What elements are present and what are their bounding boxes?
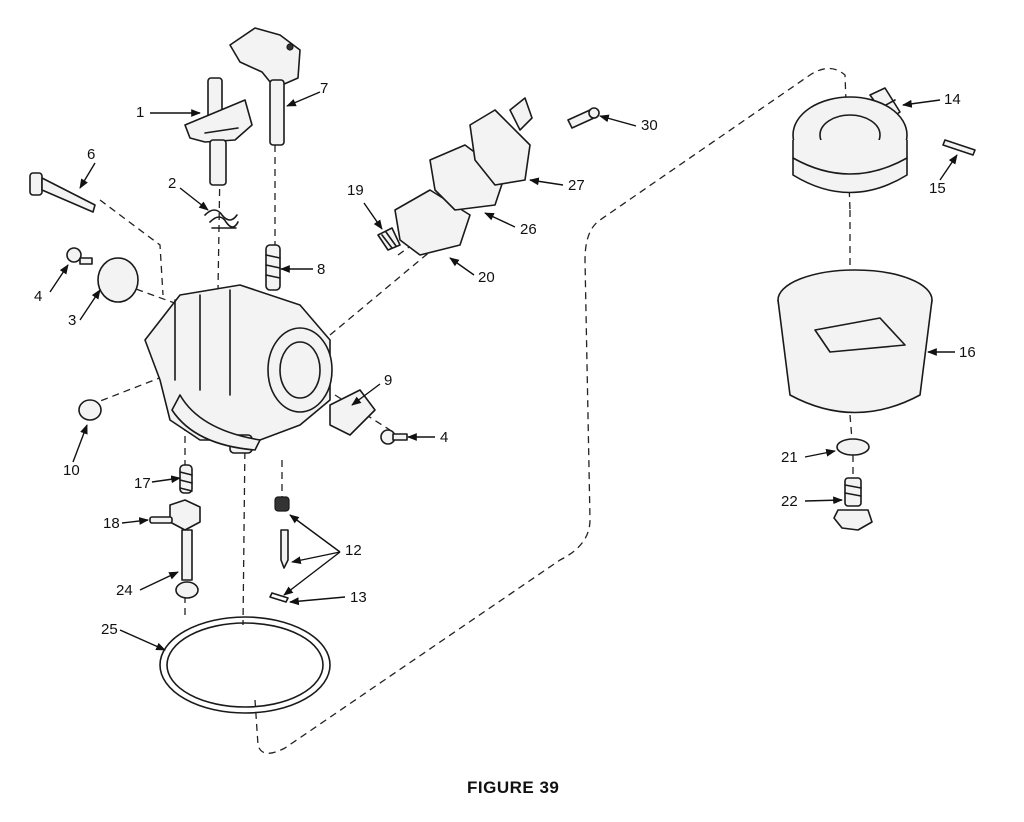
welch-plug-part (78, 399, 102, 421)
callout-2: 2 (168, 175, 177, 192)
choke-plate-part (329, 389, 376, 436)
callout-30: 30 (641, 117, 658, 134)
callout-1: 1 (136, 104, 145, 121)
pin-part (942, 139, 976, 156)
inlet-needle-part (274, 496, 290, 569)
figure-caption: FIGURE 39 (467, 778, 560, 797)
callout-24: 24 (116, 582, 133, 599)
callout-3: 3 (68, 312, 77, 329)
callout-22: 22 (781, 493, 798, 510)
callout-6: 6 (87, 146, 96, 163)
mixture-screw-part (175, 529, 199, 599)
air-cleaner-cover-part (792, 96, 908, 194)
callout-9: 9 (384, 372, 393, 389)
small-screw-part-4a (66, 247, 93, 265)
callout-12: 12 (345, 542, 362, 559)
leader-lines (49, 91, 958, 651)
callout-20: 20 (478, 269, 495, 286)
throttle-plate-part (97, 257, 139, 303)
callout-21: 21 (781, 449, 798, 466)
idle-screw-part (29, 172, 96, 213)
callout-27: 27 (568, 177, 585, 194)
callout-26: 26 (520, 221, 537, 238)
callout-18: 18 (103, 515, 120, 532)
throttle-shaft-part (184, 77, 253, 186)
callout-25: 25 (101, 621, 118, 638)
callout-16: 16 (959, 344, 976, 361)
callout-10: 10 (63, 462, 80, 479)
adjust-lever-part (149, 499, 201, 531)
bowl-nut-part (833, 477, 873, 531)
callout-13: 13 (350, 589, 367, 606)
callout-17: 17 (134, 475, 151, 492)
washer-part (836, 438, 870, 456)
callout-4a: 4 (34, 288, 43, 305)
spring-part-17 (179, 464, 193, 494)
callout-7: 7 (320, 80, 329, 97)
group-boundary-line (254, 67, 851, 754)
spring-part-2 (204, 209, 239, 229)
callout-19: 19 (347, 182, 364, 199)
carburetor-body (144, 284, 333, 454)
spring-part-8 (265, 244, 281, 291)
filter-screen-part (377, 227, 401, 251)
callout-8: 8 (317, 261, 326, 278)
bowl-gasket-part (159, 616, 331, 714)
clip-part (269, 592, 289, 603)
callout-15: 15 (929, 180, 946, 197)
screw-part-30 (567, 107, 600, 129)
small-screw-part-4b (380, 429, 408, 445)
choke-lever-part (229, 27, 301, 146)
bowl-part (777, 269, 933, 414)
callout-14: 14 (944, 91, 961, 108)
cover-part (469, 97, 533, 186)
callout-4b: 4 (440, 429, 449, 446)
